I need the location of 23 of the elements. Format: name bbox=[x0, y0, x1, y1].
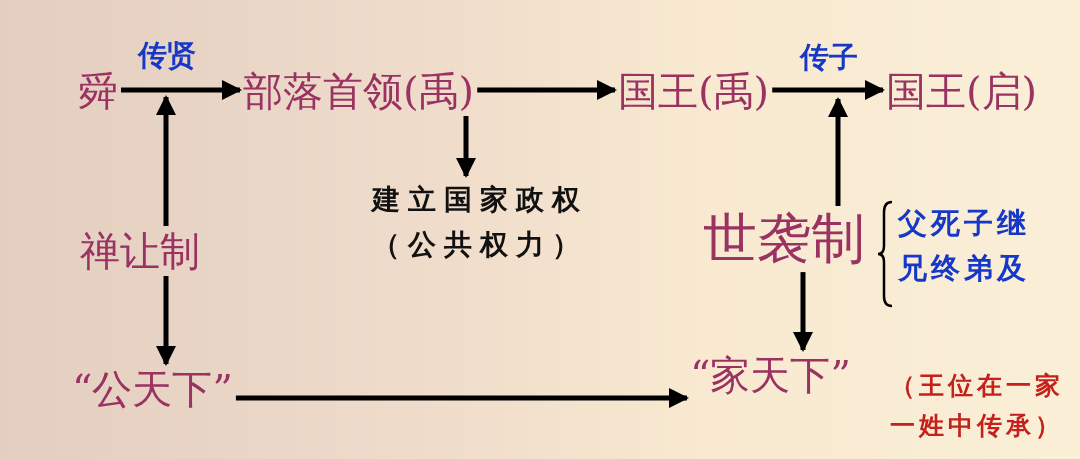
arrow bbox=[477, 80, 617, 100]
arrow bbox=[772, 80, 885, 100]
note-text: 建立国家政权（公共权力） bbox=[345, 178, 615, 268]
arrow bbox=[156, 276, 176, 366]
side-note: （王位在一家一姓中传承） bbox=[890, 370, 1065, 442]
node-text: “公天下” bbox=[72, 366, 233, 412]
arrow bbox=[793, 272, 813, 352]
arrow bbox=[456, 116, 476, 178]
arrow bbox=[828, 97, 848, 206]
arrow bbox=[121, 80, 242, 100]
node-text: 国王(启) bbox=[886, 68, 1038, 114]
edge-label: 传贤 bbox=[138, 37, 196, 74]
node-text: 国王(禹) bbox=[618, 68, 770, 114]
node-text: “家天下” bbox=[690, 352, 851, 398]
edge-label: 传子 bbox=[800, 39, 858, 76]
node-text: 世袭制 bbox=[703, 208, 865, 271]
arrow bbox=[156, 95, 176, 226]
node-text: 部落首领(禹) bbox=[243, 68, 475, 114]
side-note: 父死子继 bbox=[898, 205, 1031, 242]
arrow bbox=[235, 388, 689, 408]
side-note: 兄终弟及 bbox=[898, 249, 1031, 287]
node-text: 舜 bbox=[78, 68, 118, 114]
node-text: 禅让制 bbox=[80, 228, 200, 274]
